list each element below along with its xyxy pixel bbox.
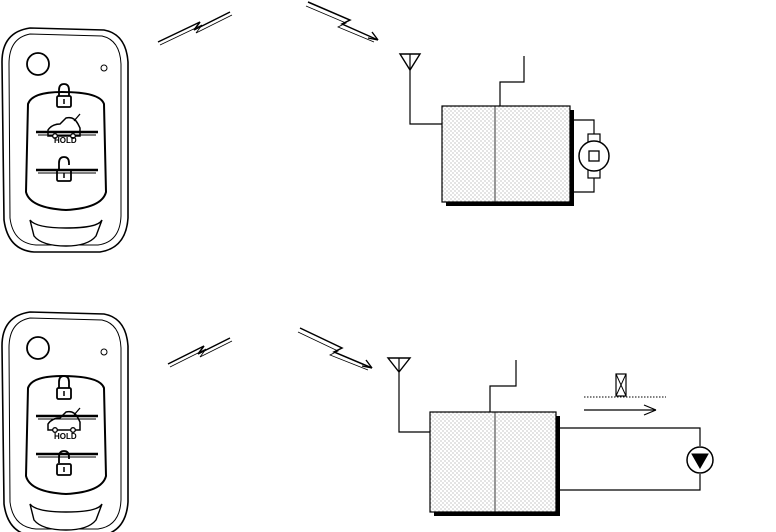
power-lead <box>500 56 524 108</box>
hold-label: HOLD <box>54 432 77 441</box>
radio-signal <box>158 2 378 45</box>
motor-actuator <box>574 120 609 192</box>
pump-actuator <box>556 428 713 490</box>
radio-signal <box>168 328 372 370</box>
hold-label: HOLD <box>54 136 77 145</box>
antenna-icon <box>400 54 442 124</box>
receiver-module <box>430 412 560 516</box>
key-fob: HOLD <box>2 312 128 532</box>
bottom-diagram: HOLD <box>2 312 713 532</box>
valve-flow-indicator <box>584 374 666 415</box>
key-fob: HOLD <box>2 28 128 252</box>
antenna-icon <box>388 358 430 432</box>
receiver-module <box>442 106 574 206</box>
power-lead <box>490 360 516 412</box>
signal-bolt-right <box>300 328 372 368</box>
signal-bolt-left <box>158 12 230 42</box>
signal-bolt-left <box>168 338 230 364</box>
top-diagram: HOLD <box>2 2 609 252</box>
motor-icon <box>579 141 609 171</box>
signal-bolt-right <box>308 2 378 40</box>
